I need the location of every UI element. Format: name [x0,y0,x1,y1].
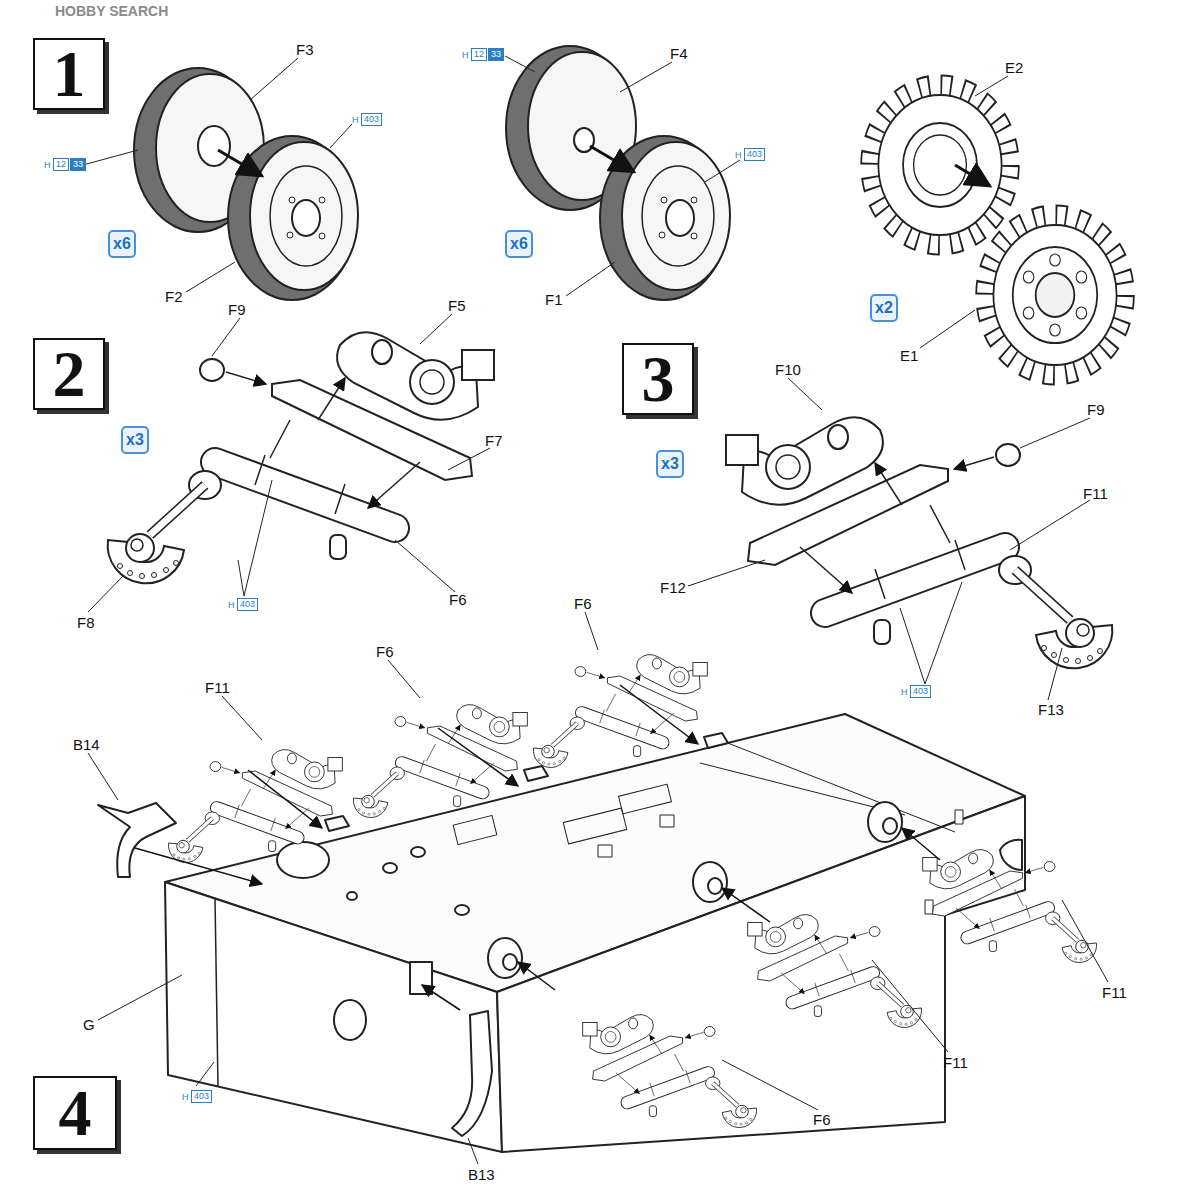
quantity-badge: x6 [108,230,136,258]
part-number: F11 [1083,486,1108,501]
step-number-box: 2 [33,338,105,410]
paint-code: 12 [471,48,487,61]
quantity-text: x3 [661,456,679,472]
part-number: F3 [296,42,314,57]
paint-prefix: H [352,116,359,125]
part-number: F6 [574,596,592,611]
part-number: F6 [376,644,394,659]
part-number: F5 [448,298,466,313]
part-number: F12 [660,580,686,595]
quantity-badge: x3 [656,450,684,478]
part-number: F11 [205,680,230,695]
quantity-badge: x6 [505,230,533,258]
step-number: 3 [642,346,675,412]
step-number: 1 [53,41,86,107]
paint-code: 403 [237,598,258,611]
paint-code: 403 [191,1090,212,1103]
step-number-box: 1 [33,38,105,110]
part-number: F2 [165,289,183,304]
paint-code: 403 [744,148,765,161]
watermark: HOBBY SEARCH [55,4,168,18]
quantity-badge: x2 [870,294,898,322]
part-number: E1 [900,348,918,363]
part-number: F9 [228,302,246,317]
part-number: F4 [670,46,688,61]
quantity-badge: x3 [121,426,149,454]
part-number: F13 [1038,702,1064,717]
paint-prefix: H [44,161,51,170]
paint-code: 12 [53,158,69,171]
step-number-box: 3 [622,343,694,415]
part-number: F7 [485,433,503,448]
paint-prefix: H [182,1093,189,1102]
quantity-text: x3 [126,432,144,448]
part-number: F6 [449,592,467,607]
part-number: F1 [545,292,563,307]
part-number: F10 [775,362,801,377]
paint-prefix: H [901,688,908,697]
paint-code: 33 [70,158,86,171]
part-number: B14 [73,737,100,752]
paint-code: 403 [361,113,382,126]
step-number-box: 4 [33,1076,117,1150]
paint-code: 403 [910,685,931,698]
paint-code: 33 [488,48,504,61]
part-number: F11 [1102,985,1127,1000]
part-number: F11 [943,1055,968,1070]
quantity-text: x6 [113,236,131,252]
part-number: F6 [813,1112,831,1127]
quantity-text: x2 [875,300,893,316]
paint-prefix: H [735,151,742,160]
part-number: G [83,1017,95,1032]
step-number: 4 [59,1080,92,1146]
part-number: E2 [1005,60,1023,75]
paint-prefix: H [228,601,235,610]
quantity-text: x6 [510,236,528,252]
paint-prefix: H [462,51,469,60]
part-number: F9 [1087,402,1105,417]
step-number: 2 [53,341,86,407]
part-number: B13 [468,1167,495,1182]
part-number: F8 [77,615,95,630]
